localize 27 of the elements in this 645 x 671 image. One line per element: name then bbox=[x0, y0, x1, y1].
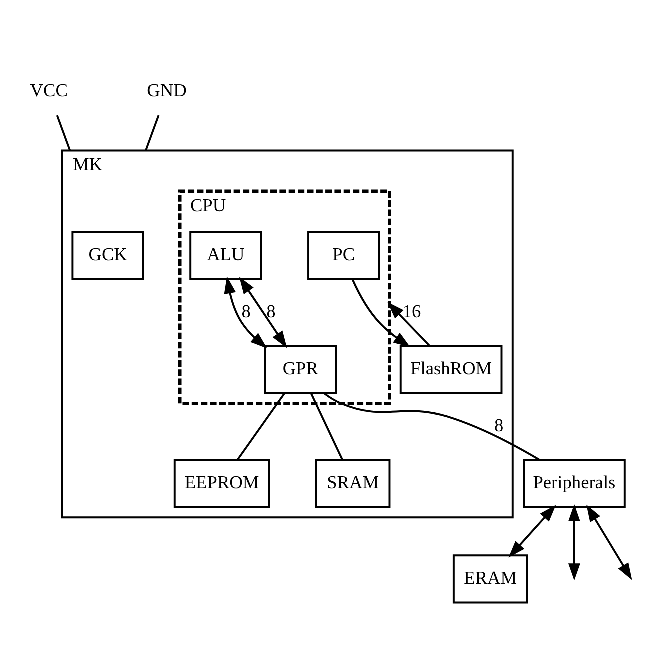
node-text: GND bbox=[147, 80, 187, 101]
edge-label: 16 bbox=[402, 301, 422, 322]
connector bbox=[237, 392, 286, 460]
connector bbox=[310, 392, 344, 460]
node-box: EEPROM bbox=[174, 458, 270, 508]
connector bbox=[56, 115, 72, 152]
node-box: ALU bbox=[190, 231, 262, 280]
arrow bbox=[239, 276, 288, 348]
node-text: VCC bbox=[30, 80, 68, 101]
node-box: GPR bbox=[264, 345, 337, 394]
connector bbox=[145, 115, 160, 152]
node-box: PC bbox=[308, 231, 380, 280]
arrow bbox=[568, 504, 580, 581]
arrow bbox=[508, 505, 556, 558]
arrow bbox=[224, 276, 268, 349]
arrow bbox=[352, 278, 411, 348]
node-box: SRAM bbox=[315, 458, 391, 508]
arrow bbox=[586, 504, 632, 580]
connector bbox=[324, 392, 540, 461]
edge-label: 8 bbox=[242, 301, 251, 322]
arrow bbox=[388, 302, 430, 346]
node-box: ERAM bbox=[452, 554, 528, 604]
edge-label: 8 bbox=[494, 415, 504, 436]
node-box: Peripherals bbox=[523, 458, 626, 508]
node-box: FlashROM bbox=[400, 345, 503, 394]
edge-label: 8 bbox=[266, 301, 276, 322]
node-box: GCK bbox=[72, 231, 144, 280]
